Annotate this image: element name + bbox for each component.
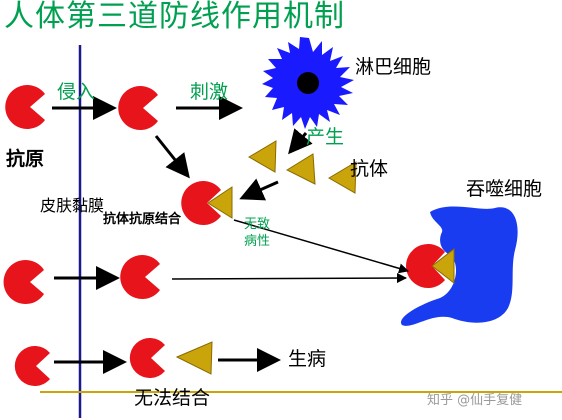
page-title: 人体第三道防线作用机制	[4, 0, 345, 34]
label-no-pathogenic-2: 病性	[244, 234, 271, 249]
label-stimulate: 刺激	[190, 81, 229, 103]
arrow-complex-to-phagocyte	[233, 219, 409, 274]
label-no-pathogenic-1: 无致	[244, 217, 271, 232]
antigen-complex	[181, 181, 221, 225]
antigen-4	[3, 260, 45, 304]
arrow-produce	[288, 128, 313, 155]
lymphocyte-cell	[262, 37, 354, 129]
phagocyte-cell	[400, 206, 518, 326]
label-disease: 生病	[288, 348, 327, 370]
arrow-row2-to-phagocyte	[171, 273, 407, 284]
antigen-6	[14, 346, 50, 386]
antibody-1	[248, 140, 277, 173]
antibody-free	[175, 341, 213, 375]
arrow-antigen-to-complex	[154, 135, 190, 179]
label-phagocyte: 吞噬细胞	[466, 178, 543, 200]
label-produce: 产生	[306, 126, 345, 148]
antigen-7	[129, 338, 165, 378]
watermark: 知乎 @仙手复健	[427, 393, 523, 408]
label-cannot-bind: 无法结合	[134, 387, 211, 409]
label-antibody: 抗体	[350, 158, 389, 180]
label-lymphocyte: 淋巴细胞	[355, 56, 432, 78]
arrow-antibody-to-complex	[239, 178, 279, 201]
antigen-5	[120, 255, 160, 299]
antibody-engulfed	[431, 247, 455, 285]
label-antigen: 抗原	[6, 148, 45, 170]
label-invade: 侵入	[57, 81, 96, 103]
antibody-bound	[207, 186, 233, 219]
antibody-3	[328, 161, 357, 194]
antigen-2	[118, 86, 158, 130]
antigen-engulfed	[406, 244, 445, 288]
label-complex: 抗体抗原结合	[103, 212, 182, 227]
antibody-2	[285, 153, 316, 185]
label-barrier: 皮肤黏膜	[40, 196, 105, 215]
antigen-1	[5, 85, 45, 129]
